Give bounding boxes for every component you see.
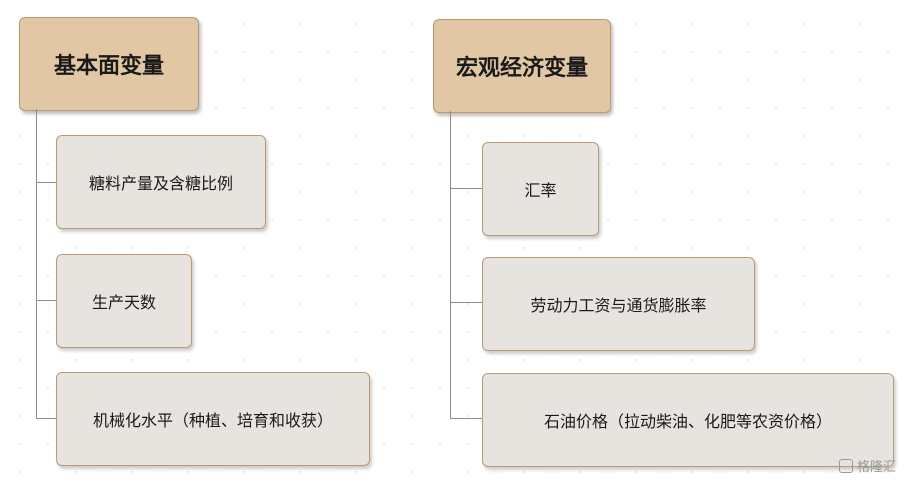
child-node: 糖料产量及含糖比例 bbox=[56, 135, 266, 229]
child-label: 生产天数 bbox=[91, 293, 156, 312]
child-label: 汇率 bbox=[524, 181, 557, 200]
connector-branch bbox=[450, 418, 482, 419]
root-label: 宏观经济变量 bbox=[455, 56, 588, 81]
child-node: 石油价格（拉动柴油、化肥等农资价格） bbox=[482, 373, 894, 467]
connector-branch bbox=[36, 418, 56, 419]
child-node: 汇率 bbox=[482, 142, 599, 236]
connector-branch bbox=[450, 188, 482, 189]
connector-branch bbox=[36, 182, 56, 183]
child-label: 劳动力工资与通货膨胀率 bbox=[530, 296, 707, 315]
watermark-text: 格隆汇 bbox=[856, 460, 896, 475]
root-node-macro: 宏观经济变量 bbox=[433, 19, 611, 113]
root-node-fundamental: 基本面变量 bbox=[19, 17, 199, 111]
connector-trunk-right bbox=[450, 111, 451, 418]
child-label: 糖料产量及含糖比例 bbox=[88, 174, 233, 193]
child-node: 劳动力工资与通货膨胀率 bbox=[482, 257, 755, 351]
connector-branch bbox=[450, 302, 482, 303]
connector-branch bbox=[36, 300, 56, 301]
logo-icon bbox=[838, 458, 853, 473]
connector-trunk-left bbox=[36, 109, 37, 418]
child-node: 生产天数 bbox=[56, 254, 192, 348]
child-label: 石油价格（拉动柴油、化肥等农资价格） bbox=[543, 412, 832, 431]
watermark: 格隆汇 bbox=[838, 456, 896, 475]
root-label: 基本面变量 bbox=[53, 54, 164, 79]
child-label: 机械化水平（种植、培育和收获） bbox=[92, 411, 333, 430]
child-node: 机械化水平（种植、培育和收获） bbox=[56, 372, 370, 466]
